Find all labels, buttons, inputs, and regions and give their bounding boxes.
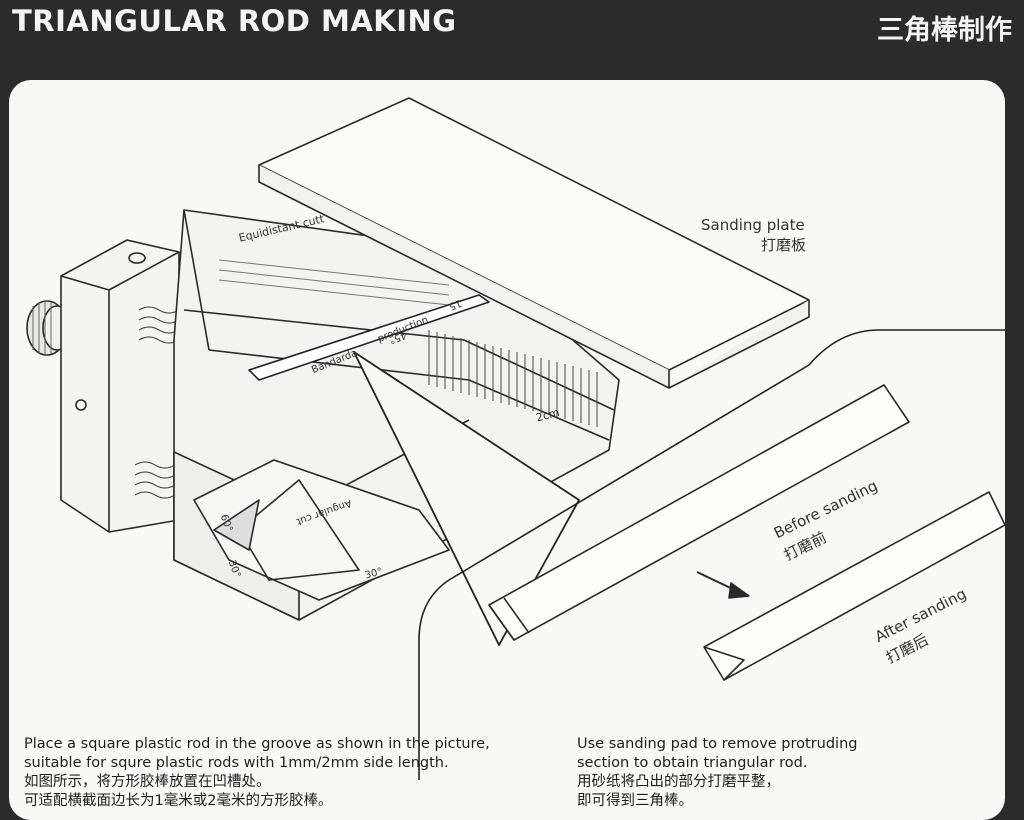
- instruction-panel: Equidistant cutt Bandarda production Ang…: [9, 80, 1005, 820]
- caption-right-line1: Use sanding pad to remove protruding: [577, 736, 858, 752]
- sanding-plate-label-cn: 打磨板: [761, 236, 807, 254]
- sanding-plate: [258, 97, 810, 389]
- rod-in-groove: [248, 294, 490, 381]
- page-title-chinese: 三角棒制作: [877, 15, 1012, 46]
- zoom-callout: [353, 351, 580, 646]
- tool-illustration: [26, 97, 1005, 780]
- caption-right-line2: section to obtain triangular rod.: [577, 755, 808, 771]
- caption-left-line2: suitable for squre plastic rods with 1mm…: [24, 755, 449, 771]
- clamp-block: [60, 239, 180, 533]
- caption-left: Place a square plastic rod in the groove…: [24, 735, 490, 811]
- caption-right-line3: 用砂纸将凸出的部分打磨平整，: [577, 774, 780, 790]
- caption-left-line3: 如图所示，将方形胶棒放置在凹槽处。: [24, 774, 271, 790]
- rod-after-sanding: [703, 491, 1005, 681]
- caption-left-line4: 可适配横截面边长为1毫米或2毫米的方形胶棒。: [24, 793, 333, 809]
- caption-left-line1: Place a square plastic rod in the groove…: [24, 736, 490, 752]
- arrow-icon: [696, 571, 750, 599]
- detail-frame: [418, 329, 1005, 780]
- caption-right: Use sanding pad to remove protruding sec…: [577, 735, 857, 811]
- rod-before-sanding: [488, 384, 910, 641]
- sanding-plate-label: Sanding plate: [701, 216, 805, 234]
- page-title: TRIANGULAR ROD MAKING: [12, 4, 457, 38]
- caption-right-line4: 即可得到三角棒。: [577, 793, 693, 809]
